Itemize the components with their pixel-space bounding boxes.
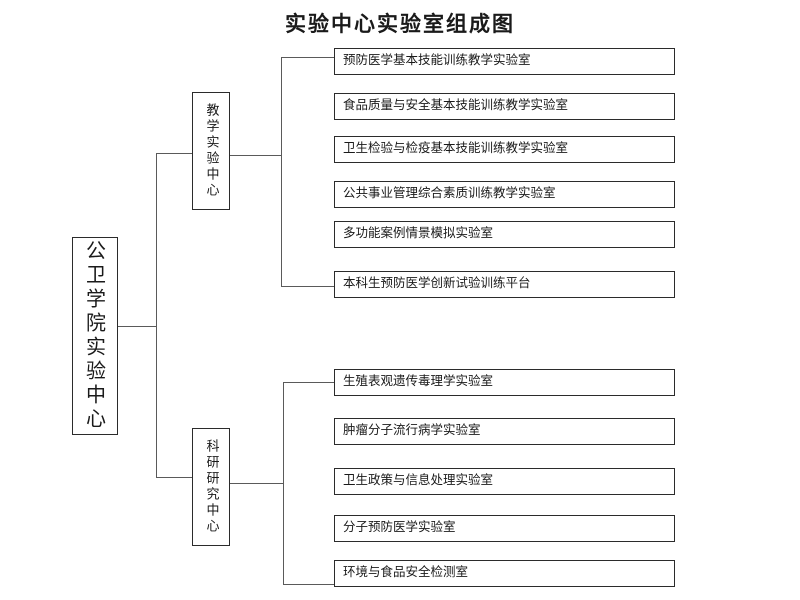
leaf-node-teaching-2: 食品质量与安全基本技能训练教学实验室	[334, 93, 675, 120]
leaf-node-research-3: 卫生政策与信息处理实验室	[334, 468, 675, 495]
leaf-node-research-4: 分子预防医学实验室	[334, 515, 675, 542]
leaf-node-research-5: 环境与食品安全检测室	[334, 560, 675, 587]
leaf-node-teaching-5: 多功能案例情景模拟实验室	[334, 221, 675, 248]
branch-research-label: 科研研究中心	[203, 439, 219, 535]
connector-teaching-stem	[230, 155, 281, 156]
leaf-node-teaching-1: 预防医学基本技能训练教学实验室	[334, 48, 675, 75]
connector-teaching-trunk	[281, 57, 282, 287]
root-node-label: 公卫学院实验中心	[82, 240, 107, 432]
branch-teaching-label: 教学实验中心	[203, 103, 219, 199]
root-node-center: 公卫学院实验中心	[72, 237, 118, 435]
connector-research-stem	[230, 483, 283, 484]
leaf-node-research-2: 肿瘤分子流行病学实验室	[334, 418, 675, 445]
connector-root-cap-top	[156, 153, 192, 154]
branch-node-teaching: 教学实验中心	[192, 92, 230, 210]
page-title: 实验中心实验室组成图	[285, 11, 515, 36]
leaf-node-teaching-3: 卫生检验与检疫基本技能训练教学实验室	[334, 136, 675, 163]
connector-root-cap-bottom	[156, 477, 192, 478]
connector-research-cap-top	[283, 382, 334, 383]
connector-teaching-cap-top	[281, 57, 334, 58]
leaf-node-teaching-6: 本科生预防医学创新试验训练平台	[334, 271, 675, 298]
leaf-node-research-1: 生殖表观遗传毒理学实验室	[334, 369, 675, 396]
branch-node-research: 科研研究中心	[192, 428, 230, 546]
connector-teaching-cap-bottom	[281, 286, 334, 287]
connector-research-trunk	[283, 382, 284, 585]
connector-root-stem	[118, 326, 156, 327]
connector-research-cap-bottom	[283, 584, 334, 585]
connector-root-trunk	[156, 153, 157, 478]
leaf-node-teaching-4: 公共事业管理综合素质训练教学实验室	[334, 181, 675, 208]
